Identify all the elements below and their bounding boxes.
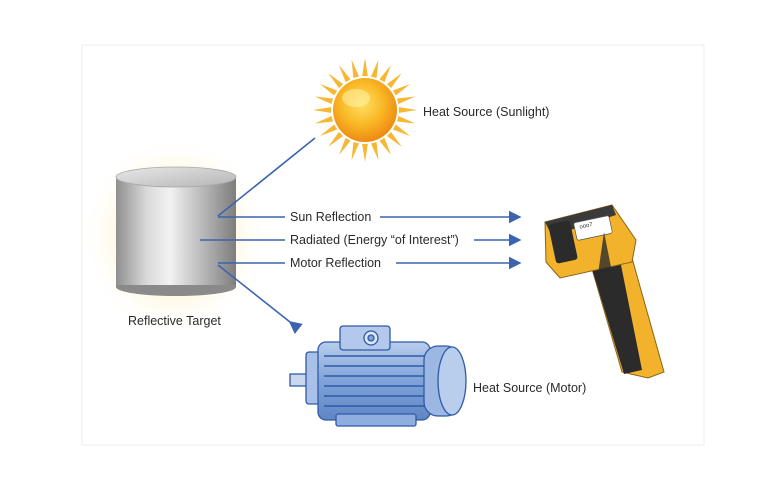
sun-ray — [379, 137, 391, 156]
sun-ray — [351, 141, 360, 161]
reflective-target-cylinder — [115, 166, 237, 296]
sun-ray — [396, 96, 416, 105]
sun-ray — [370, 141, 379, 161]
sun-ray — [313, 107, 332, 113]
sun-ray — [339, 64, 351, 83]
sun-ray — [328, 73, 344, 89]
infrared-thermometer-icon: ooo7 — [544, 204, 665, 379]
label-motor-reflection: Motor Reflection — [290, 256, 382, 270]
sun-icon — [313, 58, 417, 162]
label-heat-source-motor: Heat Source (Motor) — [473, 381, 587, 395]
electric-motor-icon — [289, 325, 467, 427]
sun-ray — [386, 73, 402, 89]
label-reflective-target: Reflective Target — [128, 314, 221, 328]
sun-ray — [370, 59, 379, 79]
sunlight-incident-ray — [217, 137, 316, 217]
sun-ray — [396, 115, 416, 124]
sun-ray — [314, 96, 334, 105]
sun-ray — [362, 58, 368, 77]
sun-ray — [379, 64, 391, 83]
sun-ray — [392, 124, 411, 136]
sun-ray — [314, 115, 334, 124]
label-sun-reflection: Sun Reflection — [290, 210, 372, 224]
label-heat-source-sunlight: Heat Source (Sunlight) — [423, 105, 550, 119]
sun-ray — [319, 124, 338, 136]
energy-rays — [200, 137, 522, 334]
thermometer-brand-text: ooo7 — [579, 222, 594, 231]
sun-ray — [339, 137, 351, 156]
sun-ray — [392, 84, 411, 96]
sun-ray — [386, 131, 402, 147]
motor-incident-ray — [217, 264, 303, 334]
sun-ray — [351, 59, 360, 79]
sun-ray — [328, 131, 344, 147]
sun-ray — [319, 84, 338, 96]
sun-ray — [362, 143, 368, 162]
sun-ray — [398, 107, 417, 113]
label-radiated-energy: Radiated (Energy “of Interest”) — [290, 233, 459, 247]
